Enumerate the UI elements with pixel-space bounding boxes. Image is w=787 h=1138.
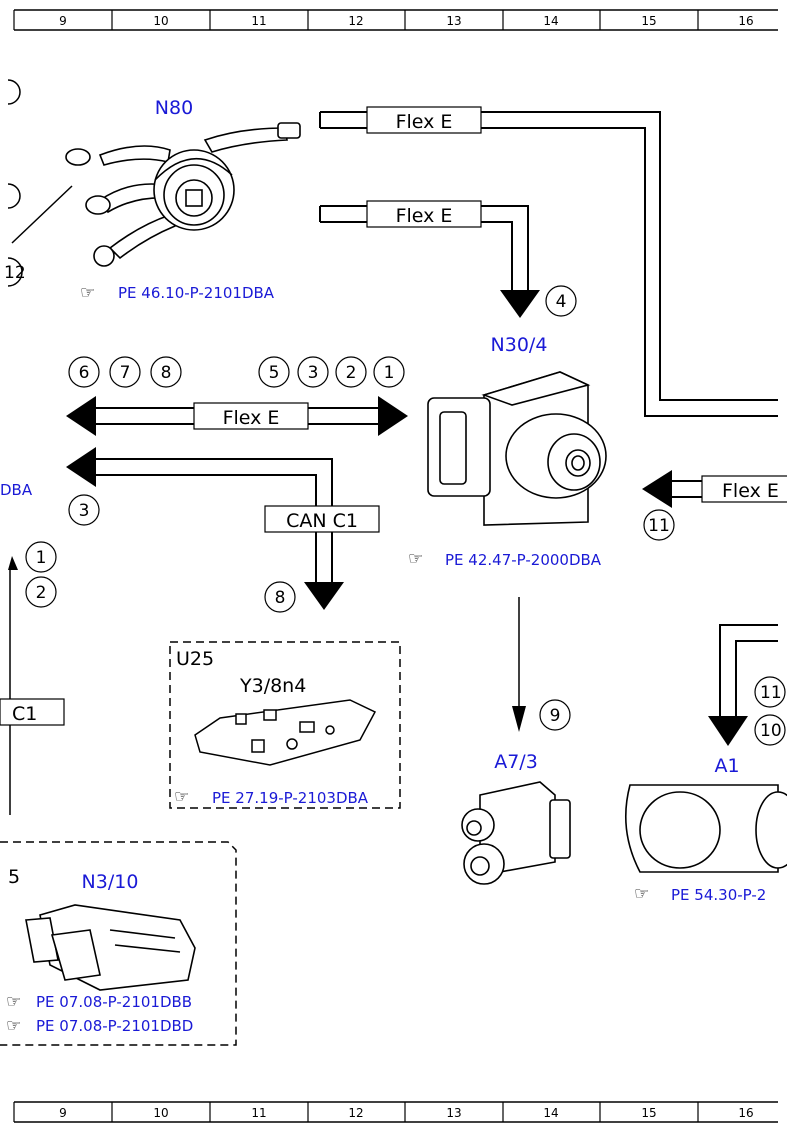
ruler-bottom-cell: 13 bbox=[446, 1106, 461, 1120]
arrow-left-can-icon bbox=[66, 447, 96, 487]
y3-8n4-label: Y3/8n4 bbox=[239, 675, 306, 697]
flex-e-label: Flex E bbox=[396, 111, 453, 133]
n3-10-label: N3/10 bbox=[82, 871, 139, 893]
ruler-top: 9 10 11 12 13 14 15 16 bbox=[13, 9, 778, 31]
circle-number: 2 bbox=[36, 583, 47, 603]
ruler-bottom-cell: 12 bbox=[348, 1106, 363, 1120]
flex-e-label: Flex E bbox=[223, 407, 280, 429]
ruler-top-cell: 10 bbox=[153, 14, 168, 28]
n30-4-ref: PE 42.47-P-2000DBA bbox=[445, 551, 602, 569]
circle-numbers: 6 7 8 5 3 2 1 3 8 4 11 9 1 2 11 10 12 bbox=[4, 263, 782, 741]
circle-number: 3 bbox=[79, 501, 90, 521]
ruler-top-cell: 15 bbox=[641, 14, 656, 28]
u25-drawing bbox=[194, 699, 377, 766]
u25-label: U25 bbox=[176, 648, 214, 670]
ruler-top-cell: 9 bbox=[59, 14, 67, 28]
n3-10-component: 5 N3/10 ☞ PE 07.08-P-2101DBB ☞ PE 07.08-… bbox=[0, 841, 237, 1046]
flex-e-label: Flex E bbox=[722, 480, 779, 502]
flex-e-label: Flex E bbox=[396, 205, 453, 227]
u25-ref: PE 27.19-P-2103DBA bbox=[212, 789, 369, 807]
circle-number: 11 bbox=[760, 683, 782, 703]
arrow-left-flex4-icon bbox=[642, 470, 672, 508]
ref-hand-icon: ☞ bbox=[634, 884, 649, 904]
ruler-top-cell: 14 bbox=[543, 14, 558, 28]
circle-number: 9 bbox=[550, 706, 561, 726]
circle-number: 3 bbox=[308, 363, 319, 383]
a7-3-component: A7/3 bbox=[461, 751, 571, 885]
circle-number: 8 bbox=[275, 588, 286, 608]
n30-4-component: N30/4 ☞ PE 42.47-P-2000DBA bbox=[408, 334, 607, 569]
n30-4-label: N30/4 bbox=[491, 334, 548, 356]
circle-number: 2 bbox=[346, 363, 357, 383]
c1-label: C1 bbox=[12, 703, 37, 725]
a7-arrow-icon bbox=[512, 706, 526, 732]
n3-10-prefix: 5 bbox=[8, 866, 20, 888]
n3-10-drawing bbox=[25, 904, 196, 991]
circle-number: 6 bbox=[79, 363, 90, 383]
n80-component: N80 ☞ PE 46.10-P-2101DBA bbox=[65, 97, 301, 303]
arrow-left-flex-icon bbox=[66, 396, 96, 436]
ruler-bottom-cell: 15 bbox=[641, 1106, 656, 1120]
ruler-bottom-cell: 10 bbox=[153, 1106, 168, 1120]
ref-hand-icon: ☞ bbox=[408, 549, 423, 569]
ruler-top-cell: 11 bbox=[251, 14, 266, 28]
circle-number: 7 bbox=[120, 363, 131, 383]
ref-hand-icon: ☞ bbox=[6, 1016, 21, 1036]
n3-10-ref2: PE 07.08-P-2101DBD bbox=[36, 1017, 193, 1035]
ruler-bottom-cell: 9 bbox=[59, 1106, 67, 1120]
ruler-bottom-cell: 11 bbox=[251, 1106, 266, 1120]
left-edge-fragments bbox=[7, 79, 73, 815]
arrowheads bbox=[66, 290, 748, 746]
circle-number: 1 bbox=[384, 363, 395, 383]
ruler-top-cell: 12 bbox=[348, 14, 363, 28]
n80-drawing bbox=[65, 122, 301, 267]
circle-number: 4 bbox=[556, 292, 567, 312]
circle-number: 10 bbox=[760, 721, 782, 741]
ruler-bottom: 9 10 11 12 13 14 15 16 bbox=[13, 1101, 778, 1123]
n30-4-drawing bbox=[427, 371, 607, 526]
a7-3-label: A7/3 bbox=[494, 751, 538, 773]
arrow-to-a1-icon bbox=[708, 716, 748, 746]
circle-number: 8 bbox=[161, 363, 172, 383]
ruler-top-cell: 13 bbox=[446, 14, 461, 28]
numbered-circles bbox=[25, 285, 786, 746]
circle-number: 1 bbox=[36, 548, 47, 568]
a1-component: A1 ☞ PE 54.30-P-2 bbox=[625, 755, 787, 904]
can-c1-label: CAN C1 bbox=[286, 510, 358, 532]
n80-ref: PE 46.10-P-2101DBA bbox=[118, 284, 275, 302]
arrow-down-can-icon bbox=[304, 582, 344, 610]
arrow-to-n30-icon bbox=[500, 290, 540, 318]
ruler-bottom-cell: 16 bbox=[738, 1106, 753, 1120]
a1-ref: PE 54.30-P-2 bbox=[671, 886, 766, 904]
a1-drawing bbox=[625, 784, 787, 873]
circle-number: 11 bbox=[648, 516, 670, 536]
n80-label: N80 bbox=[155, 97, 193, 119]
a7-3-drawing bbox=[461, 781, 571, 885]
arrow-right-flex-icon bbox=[378, 396, 408, 436]
partial-dba: DBA bbox=[0, 481, 33, 499]
circle-number: 12 bbox=[4, 263, 26, 283]
ruler-top-cell: 16 bbox=[738, 14, 753, 28]
circle-number: 5 bbox=[269, 363, 280, 383]
ruler-bottom-cell: 14 bbox=[543, 1106, 558, 1120]
wire-label-boxes: Flex E Flex E Flex E Flex E CAN C1 C1 bbox=[0, 106, 787, 726]
left-arrow-icon bbox=[8, 556, 18, 570]
u25-component: U25 Y3/8n4 ☞ PE 27.19-P-2103DBA bbox=[169, 641, 401, 809]
ref-hand-icon: ☞ bbox=[174, 787, 189, 807]
a1-label: A1 bbox=[714, 755, 739, 777]
ref-hand-icon: ☞ bbox=[80, 283, 95, 303]
ref-hand-icon: ☞ bbox=[6, 992, 21, 1012]
n3-10-ref1: PE 07.08-P-2101DBB bbox=[36, 993, 192, 1011]
